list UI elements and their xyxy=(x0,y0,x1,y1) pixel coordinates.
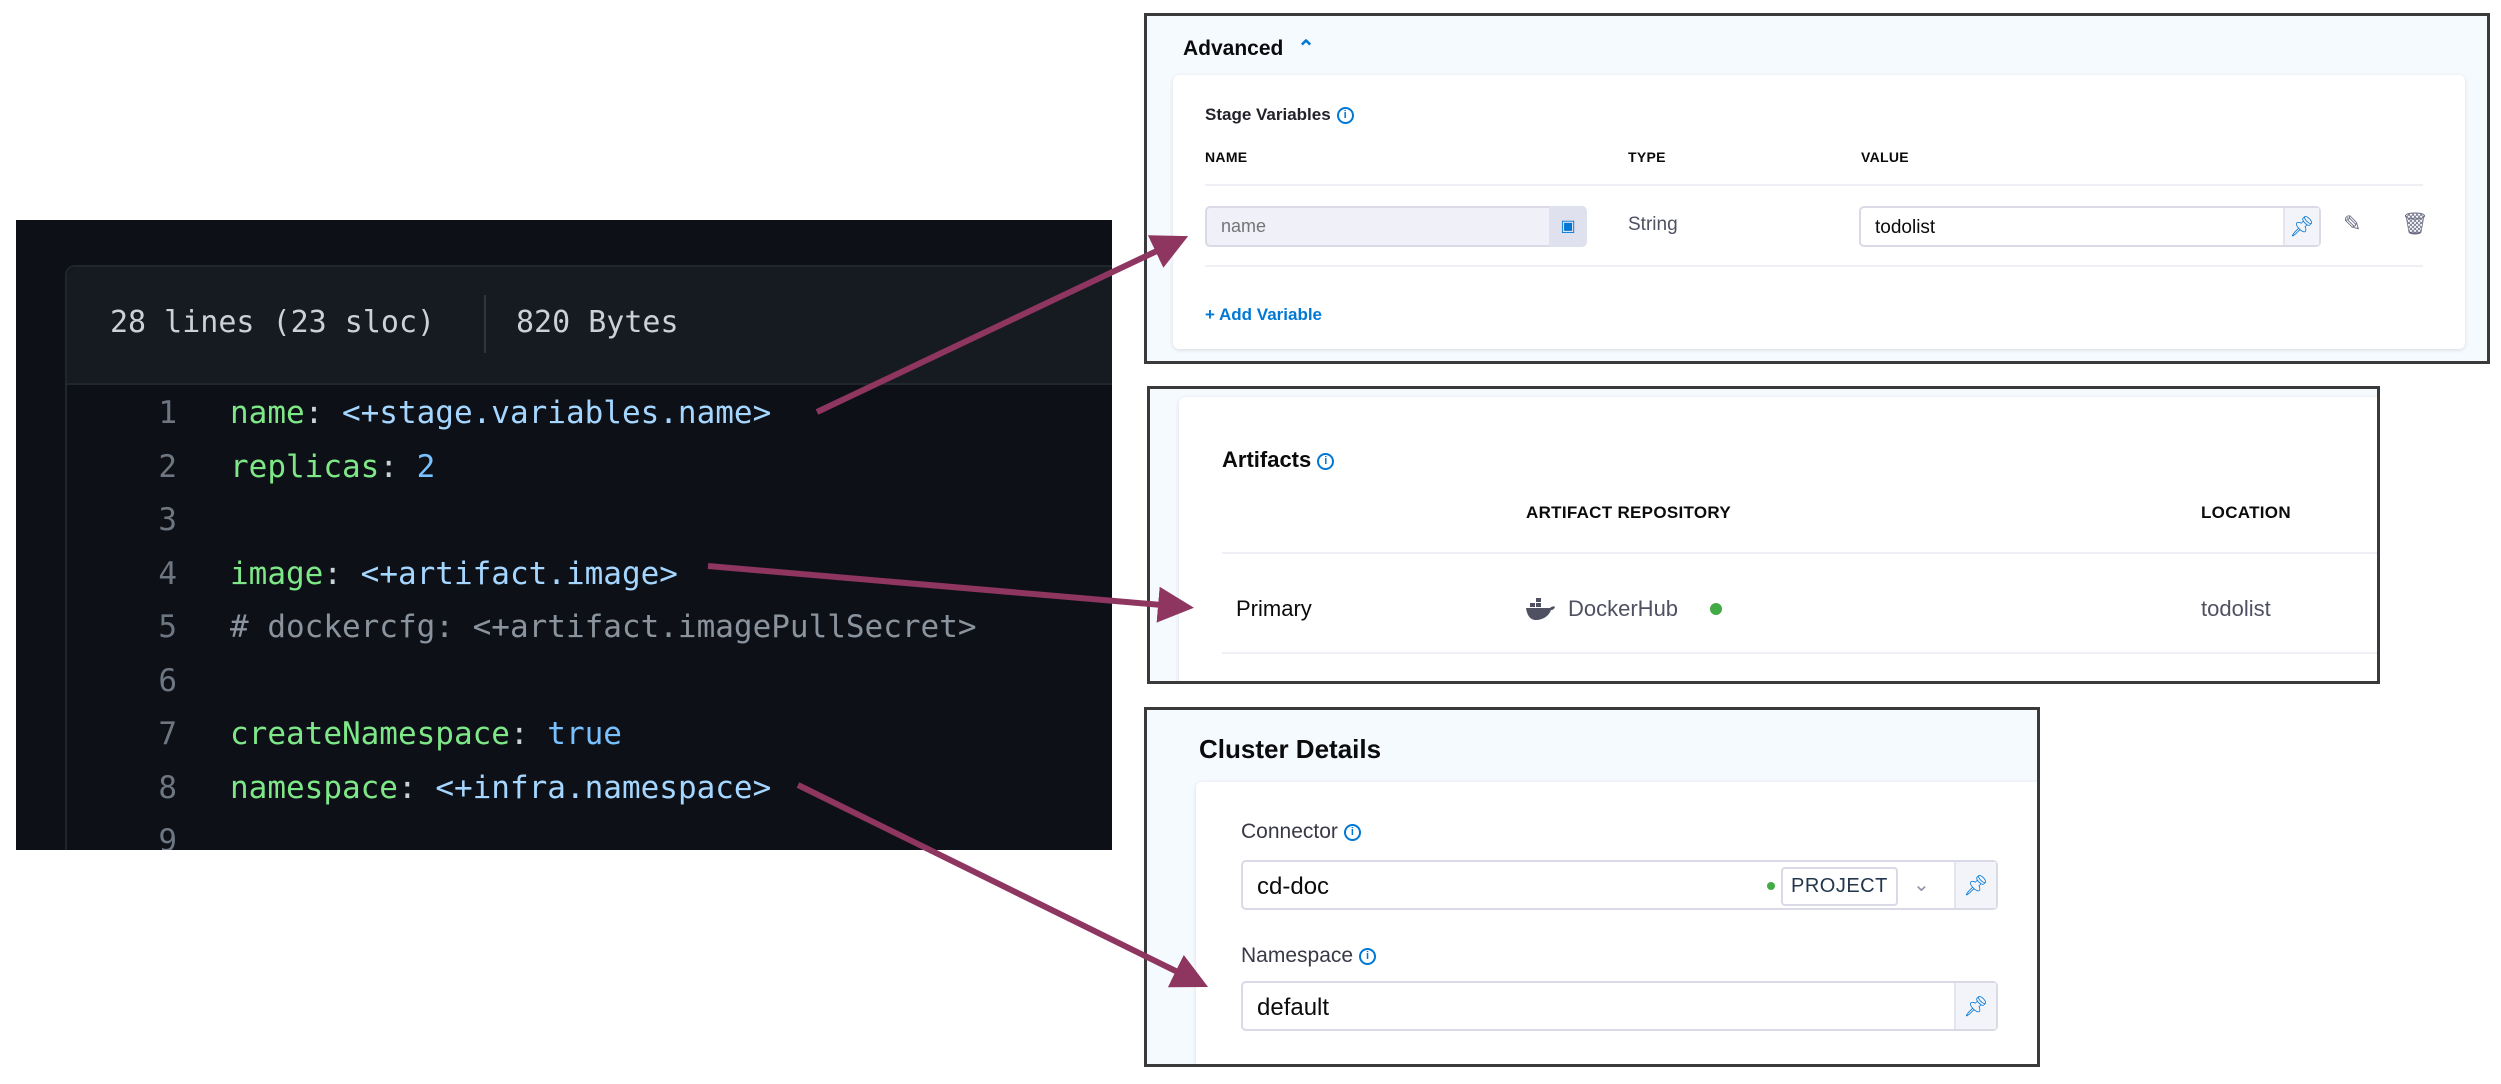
file-header: 28 lines (23 sloc) 820 Bytes xyxy=(67,267,1112,385)
pin-icon[interactable]: 📌︎ xyxy=(2283,208,2319,245)
col-location: LOCATION xyxy=(2201,503,2291,522)
info-icon[interactable]: i xyxy=(1359,947,1377,965)
stage-variables-title: Stage Variables xyxy=(1205,105,1331,124)
divider xyxy=(484,295,486,353)
cluster-card: Connector i cd-doc PROJECT ⌄ 📌︎ Namespace… xyxy=(1196,782,2037,1064)
cluster-details-panel: Cluster Details Connector i cd-doc PROJEC… xyxy=(1144,707,2040,1067)
edit-icon[interactable]: ✎ xyxy=(2343,211,2362,236)
namespace-label: Namespace xyxy=(1241,944,1354,967)
namespace-value: default xyxy=(1257,994,1330,1021)
pin-icon[interactable]: 📌︎ xyxy=(1954,983,1996,1029)
divider xyxy=(1205,265,2423,267)
line-number: 8 xyxy=(158,769,177,806)
copy-icon[interactable]: ▣ xyxy=(1549,206,1587,247)
yaml-key: name xyxy=(230,395,305,431)
line-number: 1 xyxy=(158,395,177,431)
namespace-input[interactable]: default 📌︎ xyxy=(1241,981,1998,1031)
connector-value: cd-doc xyxy=(1257,873,1330,900)
delete-icon[interactable]: 🗑︎ xyxy=(2401,211,2429,236)
yaml-separator: : xyxy=(379,448,417,485)
line-number: 2 xyxy=(158,448,177,485)
docker-icon xyxy=(1526,598,1555,620)
col-name: NAME xyxy=(1205,149,1248,165)
artifact-name: Primary xyxy=(1236,596,1312,621)
yaml-key: replicas xyxy=(230,448,380,485)
line-number: 4 xyxy=(158,555,177,592)
code-viewer: 28 lines (23 sloc) 820 Bytes 1 name: <+st… xyxy=(16,220,1112,850)
file-size: 820 Bytes xyxy=(516,305,679,340)
artifact-location: todolist xyxy=(2201,596,2271,621)
line-number: 9 xyxy=(158,823,177,850)
variable-name-input[interactable] xyxy=(1205,206,1585,247)
line-count: 28 lines (23 sloc) xyxy=(110,305,436,340)
yaml-key: namespace xyxy=(230,769,398,806)
line-number: 3 xyxy=(158,502,177,538)
stage-variables-card: Stage Variables i NAME TYPE VALUE ▣ Strin… xyxy=(1173,75,2465,349)
info-icon[interactable]: i xyxy=(1317,452,1335,470)
divider xyxy=(1205,184,2423,186)
yaml-value: <+artifact.image> xyxy=(360,555,678,592)
chevron-down-icon[interactable]: ⌄ xyxy=(1913,874,1930,896)
col-value: VALUE xyxy=(1861,149,1909,165)
line-number: 5 xyxy=(158,609,177,645)
yaml-separator: : xyxy=(509,716,548,752)
yaml-separator: : xyxy=(397,769,436,806)
yaml-key: image xyxy=(230,555,324,592)
variable-value: todolist xyxy=(1875,217,1936,238)
variable-type: String xyxy=(1628,214,1678,235)
arrow-name-to-stage-variable xyxy=(815,235,1189,415)
yaml-key: createNamespace xyxy=(230,716,510,752)
yaml-value: # dockercfg: <+artifact.imagePullSecret> xyxy=(230,609,977,645)
col-type: TYPE xyxy=(1628,149,1666,165)
chevron-up-icon: ⌃ xyxy=(1297,37,1315,60)
divider xyxy=(1222,652,2377,654)
cluster-details-title: Cluster Details xyxy=(1199,734,1382,764)
yaml-separator: : xyxy=(304,395,342,431)
connector-select[interactable]: cd-doc PROJECT ⌄ 📌︎ xyxy=(1241,860,1998,910)
scope-badge: PROJECT xyxy=(1781,867,1898,906)
yaml-value: <+stage.variables.name> xyxy=(341,395,772,431)
artifact-repository: DockerHub xyxy=(1568,596,1679,621)
pin-icon[interactable]: 📌︎ xyxy=(1954,862,1996,908)
yaml-value: 2 xyxy=(416,448,436,485)
yaml-value: <+infra.namespace> xyxy=(435,769,772,806)
divider xyxy=(1222,552,2377,554)
add-variable-button[interactable]: + Add Variable xyxy=(1205,305,1322,324)
status-dot xyxy=(1710,603,1722,615)
advanced-toggle[interactable]: Advanced ⌃ xyxy=(1183,36,1315,61)
info-icon[interactable]: i xyxy=(1343,823,1361,841)
col-artifact-repository: ARTIFACT REPOSITORY xyxy=(1526,503,1731,522)
info-icon[interactable]: i xyxy=(1336,107,1354,125)
line-number: 7 xyxy=(158,716,177,752)
connector-label: Connector xyxy=(1241,820,1338,843)
status-dot xyxy=(1767,882,1775,890)
arrow-image-to-artifact xyxy=(707,563,1194,623)
arrow-namespace-to-cluster xyxy=(796,782,1209,988)
yaml-separator: : xyxy=(323,555,361,592)
yaml-value: true xyxy=(547,716,622,752)
line-number: 6 xyxy=(158,662,177,699)
artifacts-title: Artifacts xyxy=(1222,447,1312,472)
advanced-panel: Advanced ⌃ Stage Variables i NAME TYPE VA… xyxy=(1144,13,2490,364)
advanced-title: Advanced xyxy=(1183,37,1284,60)
variable-value-input[interactable]: todolist 📌︎ xyxy=(1859,206,2321,247)
